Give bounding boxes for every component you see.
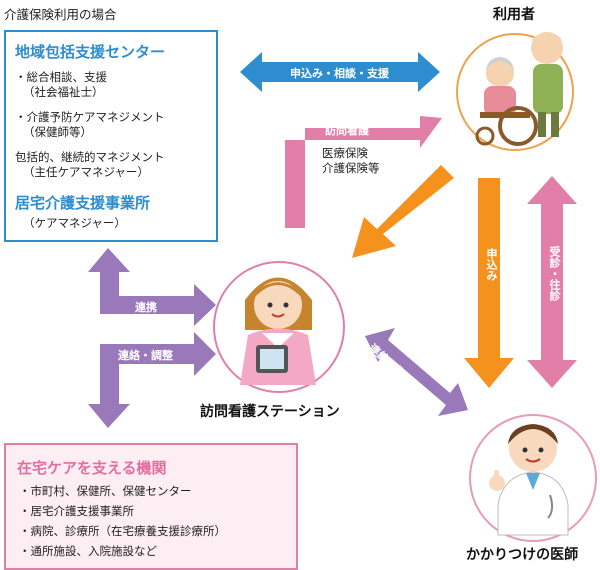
insurance-medical: 医療保険 xyxy=(322,146,368,160)
home-care-office-title: 居宅介護支援事業所 xyxy=(15,194,151,212)
institution-item: ・居宅介護支援事業所 xyxy=(19,504,134,518)
elderly-couple-icon xyxy=(475,32,563,146)
apply-consult-arrow xyxy=(240,52,440,92)
institution-item: ・通所施設、入院施設など xyxy=(19,544,157,558)
item-management: 包括的、継続的マネジメント xyxy=(15,150,165,164)
cooperate-arrow xyxy=(88,248,216,326)
cooperate-label: 連携 xyxy=(135,301,157,314)
item-prevention: ・介護予防ケアマネジメント xyxy=(15,110,165,124)
visit-label: 受診・往診 xyxy=(548,246,561,301)
apply-diagonal-arrow xyxy=(352,165,454,258)
doctor-label: かかりつけの医師 xyxy=(466,547,579,563)
nurse-icon xyxy=(240,277,316,385)
user-label: 利用者 xyxy=(493,7,535,23)
support-institutions-box: 在宅ケアを支える機関 ・市町村、保健所、保健センター ・居宅介護支援事業所 ・病… xyxy=(4,443,298,570)
item-consult: ・総合相談、支援 xyxy=(15,70,107,84)
contact-arrow xyxy=(88,332,216,428)
visit-arrow xyxy=(527,176,577,388)
institution-item: ・病院、診療所（在宅療養支援診療所） xyxy=(19,524,226,538)
community-support-box: 地域包括支援センター ・総合相談、支援 （社会福祉士） ・介護予防ケアマネジメン… xyxy=(4,30,218,242)
apply-consult-label: 申込み・相談・支援 xyxy=(290,67,389,80)
caption: 介護保険利用の場合 xyxy=(4,7,117,22)
community-support-title: 地域包括支援センター xyxy=(15,43,166,61)
contact-label: 連絡・調整 xyxy=(118,349,173,362)
doctor-icon xyxy=(489,424,569,536)
insurance-care: 介護保険等 xyxy=(322,161,380,175)
home-nursing-label: 訪問看護 xyxy=(325,124,369,137)
support-institutions-title: 在宅ケアを支える機関 xyxy=(17,459,167,477)
item-consult-role: （社会福祉士） xyxy=(23,85,104,99)
item-management-role: （主任ケアマネジャー） xyxy=(23,165,149,179)
item-prevention-role: （保健師等） xyxy=(23,125,92,139)
home-nursing-arrow xyxy=(285,116,442,228)
item-care-manager: （ケアマネジャー） xyxy=(23,216,126,230)
report-arrow xyxy=(365,328,468,416)
apply-down-arrow xyxy=(464,178,514,388)
station-label: 訪問看護ステーション xyxy=(200,404,340,420)
apply-down-label: 申込み xyxy=(485,248,498,281)
institution-item: ・市町村、保健所、保健センター xyxy=(19,484,192,498)
